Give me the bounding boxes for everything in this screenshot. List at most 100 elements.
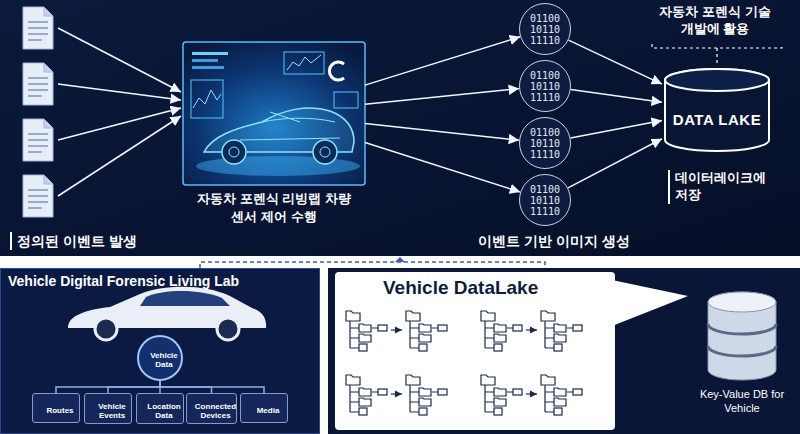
flow-arrow	[568, 139, 662, 188]
box-label: Media	[244, 401, 284, 415]
flow-arrow	[365, 37, 520, 85]
car-screen-illustration	[329, 62, 344, 80]
document-icons	[23, 119, 53, 161]
top-band	[0, 0, 800, 256]
branch-line	[160, 381, 264, 393]
caption-text: 자동차 포렌식 리빙랩 차량 센서 제어 수행	[183, 190, 365, 225]
datalake-callout	[335, 272, 615, 430]
lab-car-illustration	[140, 291, 230, 306]
branch-line	[56, 381, 160, 393]
binary-circle: 01100 10110 11110	[519, 174, 571, 226]
shape-part	[708, 292, 776, 312]
link-bracket	[200, 257, 545, 268]
car-screen-illustration	[287, 55, 321, 70]
tree-arrows	[391, 330, 537, 394]
data-lake-cylinder: DATA LAKE	[662, 66, 772, 154]
datalake-ground	[328, 268, 800, 434]
step-label: 이벤트 기반 이미지 생성	[478, 232, 630, 250]
binary-text: 01100 10110 11110	[529, 184, 561, 217]
folder-trees	[541, 311, 582, 351]
binary-text: 01100 10110 11110	[529, 127, 561, 160]
cylinder-label: DATA LAKE	[673, 111, 761, 128]
car-screen-illustration	[183, 42, 365, 185]
flow-arrow	[569, 40, 662, 84]
car-screen-illustration	[183, 42, 365, 185]
folder-trees	[346, 375, 387, 415]
link-bracket	[395, 257, 405, 262]
binary-circle: 01100 10110 11110	[519, 60, 571, 112]
box-label: Connected Devices	[187, 397, 236, 420]
car-screen-illustration	[313, 140, 337, 164]
note-text: 자동차 포렌식 기술 개발에 활용	[640, 4, 790, 38]
vehicle-data-circle: Vehicle Data	[137, 335, 183, 381]
data-category-box: Vehicle Events	[84, 393, 132, 424]
car-screen-illustration	[193, 90, 221, 108]
folder-trees	[481, 311, 522, 351]
folder-trees	[406, 311, 447, 351]
tree-arrows	[391, 329, 402, 330]
document-icons	[23, 7, 53, 49]
cylinder-shape	[662, 66, 772, 154]
car-screen-illustration	[320, 147, 330, 157]
shape-part	[665, 69, 769, 151]
data-category-box: Routes	[32, 393, 80, 423]
car-screen-illustration	[192, 52, 228, 55]
db-label: Key-Value DB for Vehicle	[692, 388, 792, 416]
tree-arrows	[526, 329, 537, 330]
data-category-box: Location Data	[136, 393, 184, 424]
document-arrows	[58, 28, 181, 196]
lab-car-illustration	[68, 287, 266, 340]
data-category-box: Connected Devices	[186, 393, 237, 424]
car-screen-illustration	[240, 112, 340, 140]
shape-part	[665, 69, 769, 91]
document-icons	[23, 175, 53, 217]
car-screen-illustration	[191, 80, 223, 118]
box-label: Vehicle Events	[88, 397, 128, 420]
link-bracket	[200, 262, 545, 268]
document-arrows	[58, 84, 181, 100]
dashed-bracket	[652, 44, 782, 64]
shape-part	[708, 324, 776, 356]
data-category-box: Media	[240, 393, 288, 423]
document-arrows	[58, 28, 181, 92]
document-icons	[23, 7, 53, 217]
binary-text: 01100 10110 11110	[529, 70, 561, 103]
callout-title: Vehicle DataLake	[335, 272, 615, 299]
binary-circle: 01100 10110 11110	[519, 117, 571, 169]
circle-label: Vehicle Data	[139, 347, 181, 370]
storage-note: 데이터레이크에 저장	[668, 170, 775, 204]
dashed-bracket	[716, 48, 717, 64]
car-screen-illustration	[229, 147, 239, 157]
box-label: Routes	[36, 401, 76, 415]
car-screen-box: 자동차 포렌식 리빙랩 차량 센서 제어 수행	[183, 42, 365, 225]
database-shape	[692, 288, 792, 383]
car-screen-illustration	[334, 92, 358, 108]
living-lab-panel: Vehicle Digital Forensic Living LabVehic…	[0, 268, 320, 434]
lab-car-illustration	[95, 318, 117, 340]
binary-circle: 01100 10110 11110	[519, 3, 571, 55]
car-screen-illustration	[222, 140, 246, 164]
tree-arrows	[526, 393, 537, 394]
flow-arrow	[365, 89, 519, 105]
dashed-bracket	[652, 44, 782, 48]
document-arrows	[58, 108, 181, 140]
car-screen-illustration	[192, 59, 218, 62]
folder-trees	[346, 311, 582, 415]
binary-text: 01100 10110 11110	[529, 13, 561, 46]
folder-trees	[406, 375, 447, 415]
folder-trees	[346, 311, 387, 351]
flow-arrow	[365, 123, 519, 140]
flow-arrow	[571, 121, 662, 139]
step-label: 정의된 이벤트 발생	[10, 232, 137, 250]
folder-trees	[481, 375, 522, 415]
flow-arrow	[571, 90, 662, 103]
panel-title: Vehicle Digital Forensic Living Lab	[0, 268, 320, 289]
key-value-db: Key-Value DB for Vehicle	[692, 288, 792, 430]
datalake-callout	[612, 280, 688, 326]
car-screen-illustration	[192, 66, 224, 69]
document-icons	[23, 63, 53, 105]
living-lab-panel	[1, 269, 320, 434]
box-label: Location Data	[139, 397, 180, 420]
flow-arrow	[365, 143, 520, 193]
